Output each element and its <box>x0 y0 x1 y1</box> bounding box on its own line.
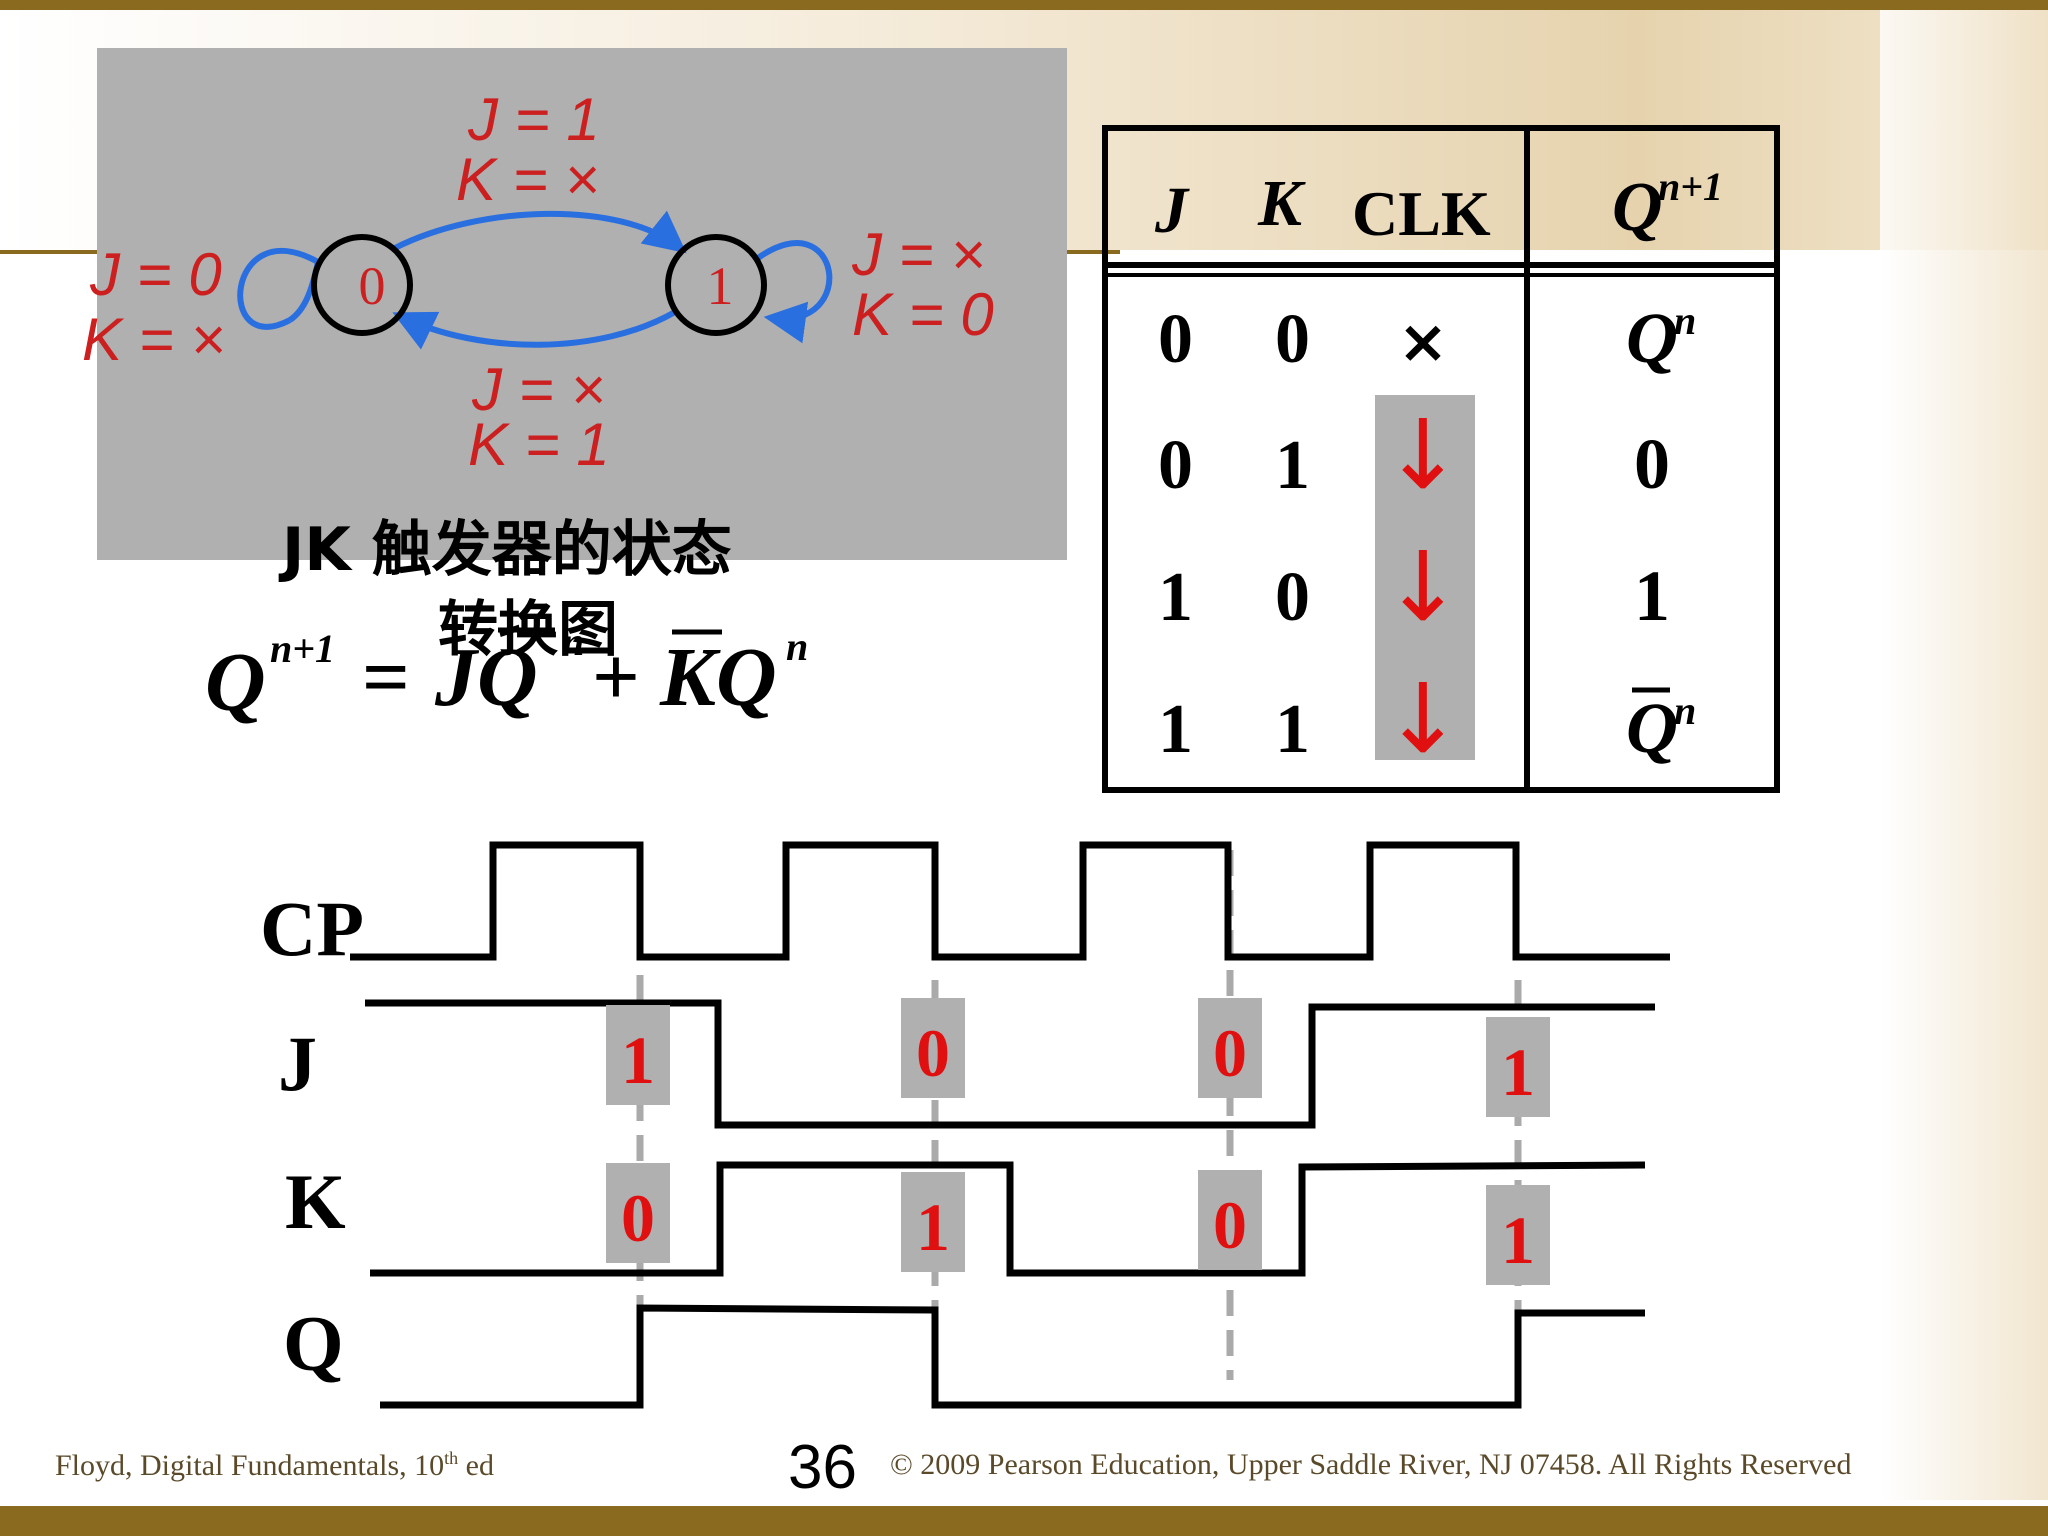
j-sample-box-3 <box>1486 1017 1550 1117</box>
header-k: K <box>1257 167 1306 240</box>
top-arc-k-label: K = × <box>456 146 599 213</box>
timing-diagram: CP J K Q 1 0 0 1 0 1 0 1 <box>260 841 1670 1409</box>
state-1-circle <box>665 234 767 336</box>
waveform-cp <box>350 841 1670 961</box>
truth-table: J K CLK Q n+1 0 0 × Qn 0 1 ↓ 0 1 0 ↓ 1 1 1 ↓ Qn <box>1102 125 1780 793</box>
k-sample-box-1 <box>901 1172 965 1272</box>
signal-label-j: J <box>278 1020 317 1107</box>
equation-lhs: Q <box>205 636 266 729</box>
transition-0-to-1 <box>393 210 687 254</box>
footer-citation-suffix: ed <box>458 1449 494 1482</box>
diagram-caption-line1: JK 触发器的状态 <box>278 515 732 585</box>
row-0-q-sup: n <box>1674 298 1696 343</box>
signal-label-cp: CP <box>260 885 364 972</box>
loop-1-k-label: K = 0 <box>852 281 994 348</box>
loop-0-k-label: K = × <box>82 306 225 373</box>
j-sample-0: 1 <box>621 1022 655 1098</box>
page-number: 36 <box>788 1433 857 1502</box>
k-sample-box-2 <box>1198 1170 1262 1270</box>
k-sample-2: 0 <box>1213 1187 1247 1263</box>
footer-citation-sup: th <box>444 1448 459 1468</box>
j-sample-box-1 <box>901 998 965 1098</box>
row-2-q: 1 <box>1634 556 1670 636</box>
equation-lhs-sup: n+1 <box>270 626 335 671</box>
row-2-k: 0 <box>1275 559 1310 636</box>
footer-citation: Floyd, Digital Fundamentals, 10th ed <box>55 1448 494 1483</box>
equation-term1: JQ <box>434 631 538 724</box>
equation-plus: + <box>592 631 640 724</box>
row-3-j: 1 <box>1158 691 1193 768</box>
j-sample-box-0 <box>606 1005 670 1105</box>
bottom-arc-j-label: J = × <box>471 356 605 423</box>
equation-equals: = <box>362 631 410 724</box>
top-arc-j-label: J = 1 <box>467 86 600 153</box>
row-0-clk: × <box>1398 307 1448 377</box>
header-clk: CLK <box>1352 178 1491 249</box>
header-q: Q <box>1612 169 1663 246</box>
equation-term2: KQ <box>659 631 777 724</box>
row-1-clk: ↓ <box>1383 399 1463 511</box>
row-2-clk: ↓ <box>1383 531 1463 643</box>
waveform-j <box>365 999 1655 1129</box>
footer-band <box>0 1506 2048 1536</box>
row-3-clk: ↓ <box>1383 663 1463 775</box>
clk-highlight <box>1375 395 1475 760</box>
sample-guides <box>636 850 1522 1380</box>
j-sample-box-2 <box>1198 998 1262 1098</box>
equation-term2-sup: n <box>786 624 808 669</box>
loop-1-j-label: J = × <box>851 221 985 288</box>
state-1-label: 1 <box>707 256 734 316</box>
waveform-q <box>380 1304 1645 1409</box>
row-1-k: 1 <box>1275 427 1310 504</box>
signal-label-q: Q <box>283 1300 344 1387</box>
state-diagram-panel <box>97 48 1067 560</box>
truth-table-border <box>1102 125 1780 793</box>
row-0-k: 0 <box>1275 301 1310 378</box>
self-loop-1 <box>756 240 833 344</box>
row-0-j: 0 <box>1158 301 1193 378</box>
k-sample-box-3 <box>1486 1185 1550 1285</box>
loop-0-j-label: J = 0 <box>89 241 222 308</box>
k-sample-box-0 <box>606 1163 670 1263</box>
row-1-q: 0 <box>1634 424 1670 504</box>
footer-citation-text: Floyd, Digital Fundamentals, 10 <box>55 1449 445 1482</box>
signal-label-k: K <box>285 1158 346 1245</box>
row-3-k: 1 <box>1275 691 1310 768</box>
state-diagram: 0 1 J = 1 K = × J = × K = 1 J = 0 K = × … <box>82 48 1067 665</box>
header-j: J <box>1154 174 1190 247</box>
header-q-sup: n+1 <box>1658 164 1723 209</box>
row-3-q-sup: n <box>1674 688 1696 733</box>
characteristic-equation: Q n+1 = JQ n + KQ n <box>205 619 808 729</box>
row-1-j: 0 <box>1158 427 1193 504</box>
k-sample-3: 1 <box>1501 1202 1535 1278</box>
state-0-circle <box>311 234 413 336</box>
state-0-label: 0 <box>359 256 386 316</box>
row-2-j: 1 <box>1158 559 1193 636</box>
row-0-q: Q <box>1626 298 1678 378</box>
waveform-k <box>370 1161 1646 1277</box>
k-sample-0: 0 <box>621 1180 655 1256</box>
footer-copyright: © 2009 Pearson Education, Upper Saddle R… <box>890 1448 1852 1481</box>
j-sample-3: 1 <box>1501 1034 1535 1110</box>
k-sample-1: 1 <box>916 1189 950 1265</box>
j-sample-1: 0 <box>916 1015 950 1091</box>
equation-term1-sup: n <box>562 619 584 664</box>
transition-1-to-0 <box>392 309 677 350</box>
bottom-arc-k-label: K = 1 <box>468 411 610 478</box>
row-3-q: Q <box>1626 688 1678 768</box>
j-sample-2: 0 <box>1213 1015 1247 1091</box>
